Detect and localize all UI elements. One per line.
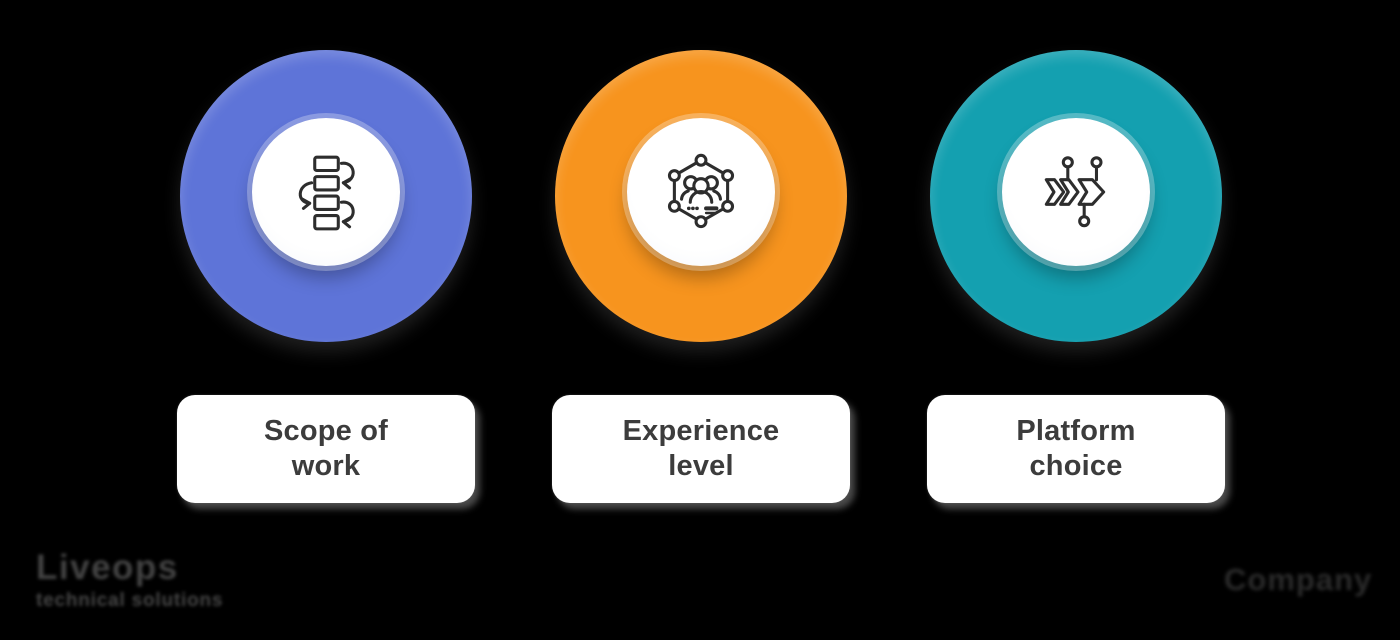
scope-of-work-label: Scope of work (263, 414, 389, 482)
experience-level-label: Experience level (622, 414, 780, 482)
experience-inner-circle (627, 118, 775, 266)
scope-of-work-card: Scope of work (177, 395, 475, 503)
footer-right-logo-wordmark: Company (1224, 562, 1373, 597)
footer-left-wordmark: Liveops (36, 548, 179, 587)
chevron-roadmap-icon (1044, 156, 1106, 228)
step-platform-choice: Platform choice (926, 0, 1226, 640)
footer-left-tagline: technical solutions (36, 590, 224, 611)
step-scope-of-work: Scope of work (176, 0, 476, 640)
experience-level-card: Experience level (552, 395, 850, 503)
platform-choice-card: Platform choice (927, 395, 1225, 503)
process-flow-icon (298, 155, 355, 231)
platform-choice-label: Platform choice (1016, 414, 1136, 482)
team-network-icon (667, 153, 735, 229)
step-experience-level: Experience level (551, 0, 851, 640)
scope-inner-circle (252, 118, 400, 266)
platform-inner-circle (1002, 118, 1150, 266)
